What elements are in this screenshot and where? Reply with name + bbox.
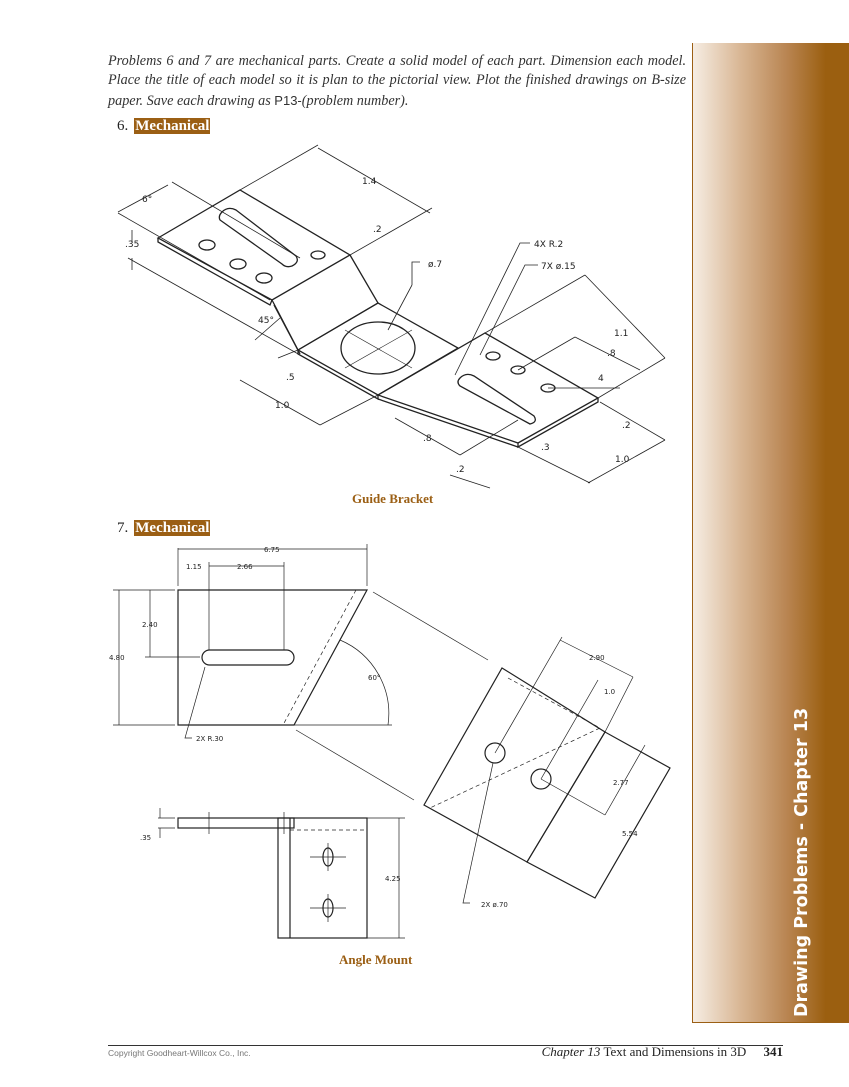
svg-text:1.1: 1.1 bbox=[614, 329, 628, 339]
svg-text:2.77: 2.77 bbox=[613, 779, 629, 787]
problem-number: 7. bbox=[117, 520, 129, 536]
svg-text:1.0: 1.0 bbox=[275, 401, 290, 411]
svg-text:7X ø.15: 7X ø.15 bbox=[541, 262, 576, 272]
svg-text:ø.7: ø.7 bbox=[428, 260, 442, 270]
svg-text:.2: .2 bbox=[373, 225, 382, 235]
svg-text:1.0: 1.0 bbox=[604, 688, 615, 696]
instructions-text: Problems 6 and 7 are mechanical parts. C… bbox=[108, 53, 686, 109]
svg-text:2X ø.70: 2X ø.70 bbox=[481, 901, 508, 909]
footer-chapter: Chapter 13 bbox=[541, 1044, 601, 1059]
svg-text:1.0: 1.0 bbox=[615, 455, 630, 465]
svg-text:.3: .3 bbox=[541, 443, 550, 453]
footer-chapter-title: Text and Dimensions in 3D bbox=[603, 1044, 747, 1059]
footer-running-head: Chapter 13 Text and Dimensions in 3D 341 bbox=[542, 1044, 783, 1060]
svg-text:4X R.2: 4X R.2 bbox=[534, 240, 563, 250]
instructions-paragraph: Problems 6 and 7 are mechanical parts. C… bbox=[108, 52, 686, 111]
footer-copyright: Copyright Goodheart-Willcox Co., Inc. bbox=[108, 1048, 251, 1058]
chapter-sidebar-tab bbox=[692, 43, 849, 1023]
problem-number: 6. bbox=[117, 118, 129, 134]
svg-text:2.66: 2.66 bbox=[237, 563, 253, 571]
svg-text:.8: .8 bbox=[607, 349, 616, 359]
filename-prefix: P13- bbox=[274, 92, 302, 108]
problem-7-heading: 7. Mechanical bbox=[117, 520, 211, 537]
svg-text:6°: 6° bbox=[142, 195, 152, 205]
guide-bracket-drawing: 1.4 6° .35 .2 ø.7 4X R.2 7X ø.15 45° .5 … bbox=[117, 144, 666, 489]
figure-caption-guide-bracket: Guide Bracket bbox=[352, 491, 434, 506]
svg-text:.35: .35 bbox=[140, 834, 151, 842]
svg-text:.5: .5 bbox=[286, 373, 295, 383]
svg-text:5.54: 5.54 bbox=[622, 830, 638, 838]
svg-text:4: 4 bbox=[598, 374, 604, 384]
svg-text:.2: .2 bbox=[622, 421, 631, 431]
svg-text:2.40: 2.40 bbox=[142, 621, 158, 629]
svg-text:1.4: 1.4 bbox=[362, 177, 377, 187]
svg-text:45°: 45° bbox=[258, 316, 274, 326]
svg-text:4.25: 4.25 bbox=[385, 875, 401, 883]
svg-text:.2: .2 bbox=[456, 465, 465, 475]
problem-category-tag: Mechanical bbox=[134, 118, 211, 134]
svg-text:2.90: 2.90 bbox=[589, 654, 605, 662]
instructions-suffix: (problem number). bbox=[301, 92, 409, 109]
svg-text:60°: 60° bbox=[368, 674, 380, 682]
figure-caption-angle-mount: Angle Mount bbox=[339, 952, 413, 967]
svg-text:2X R.30: 2X R.30 bbox=[196, 735, 223, 743]
page-number: 341 bbox=[763, 1044, 784, 1059]
svg-text:1.15: 1.15 bbox=[186, 563, 202, 571]
problem-category-tag: Mechanical bbox=[134, 520, 211, 536]
footer-divider bbox=[108, 1045, 783, 1046]
sidebar-label: Drawing Problems - Chapter 13 bbox=[792, 707, 812, 1017]
svg-text:6.75: 6.75 bbox=[264, 546, 280, 554]
svg-text:.35: .35 bbox=[125, 240, 139, 250]
problem-6-heading: 6. Mechanical bbox=[117, 118, 211, 135]
angle-mount-drawing: 6.75 1.15 2.66 2.40 4.80 60° 2X R.30 2.9… bbox=[109, 544, 671, 939]
svg-text:.8: .8 bbox=[423, 434, 432, 444]
svg-text:4.80: 4.80 bbox=[109, 654, 125, 662]
